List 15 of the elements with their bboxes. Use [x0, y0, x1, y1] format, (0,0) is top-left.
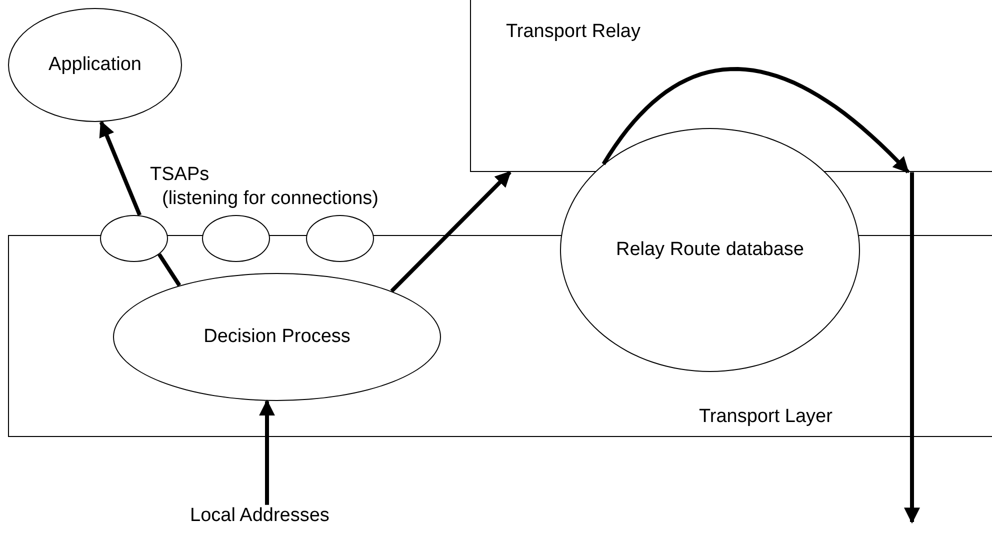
node-label: Local Addresses — [190, 505, 330, 526]
node-label: Transport Relay — [506, 21, 640, 43]
arrow — [99, 120, 142, 216]
node-label: Relay Route database — [616, 239, 804, 261]
arrow — [259, 400, 275, 505]
curved-arrow — [602, 67, 910, 174]
annotation-text: TSAPs — [150, 164, 210, 186]
arrow — [390, 170, 512, 293]
relay-box — [470, 0, 992, 172]
arrow — [904, 172, 920, 524]
annotation-text: (listening for connections) — [162, 188, 378, 210]
node-label: Transport Layer — [699, 406, 832, 428]
tsap-ellipse — [100, 215, 168, 262]
node-label: Decision Process — [204, 326, 350, 348]
node-label: Application — [48, 54, 142, 76]
